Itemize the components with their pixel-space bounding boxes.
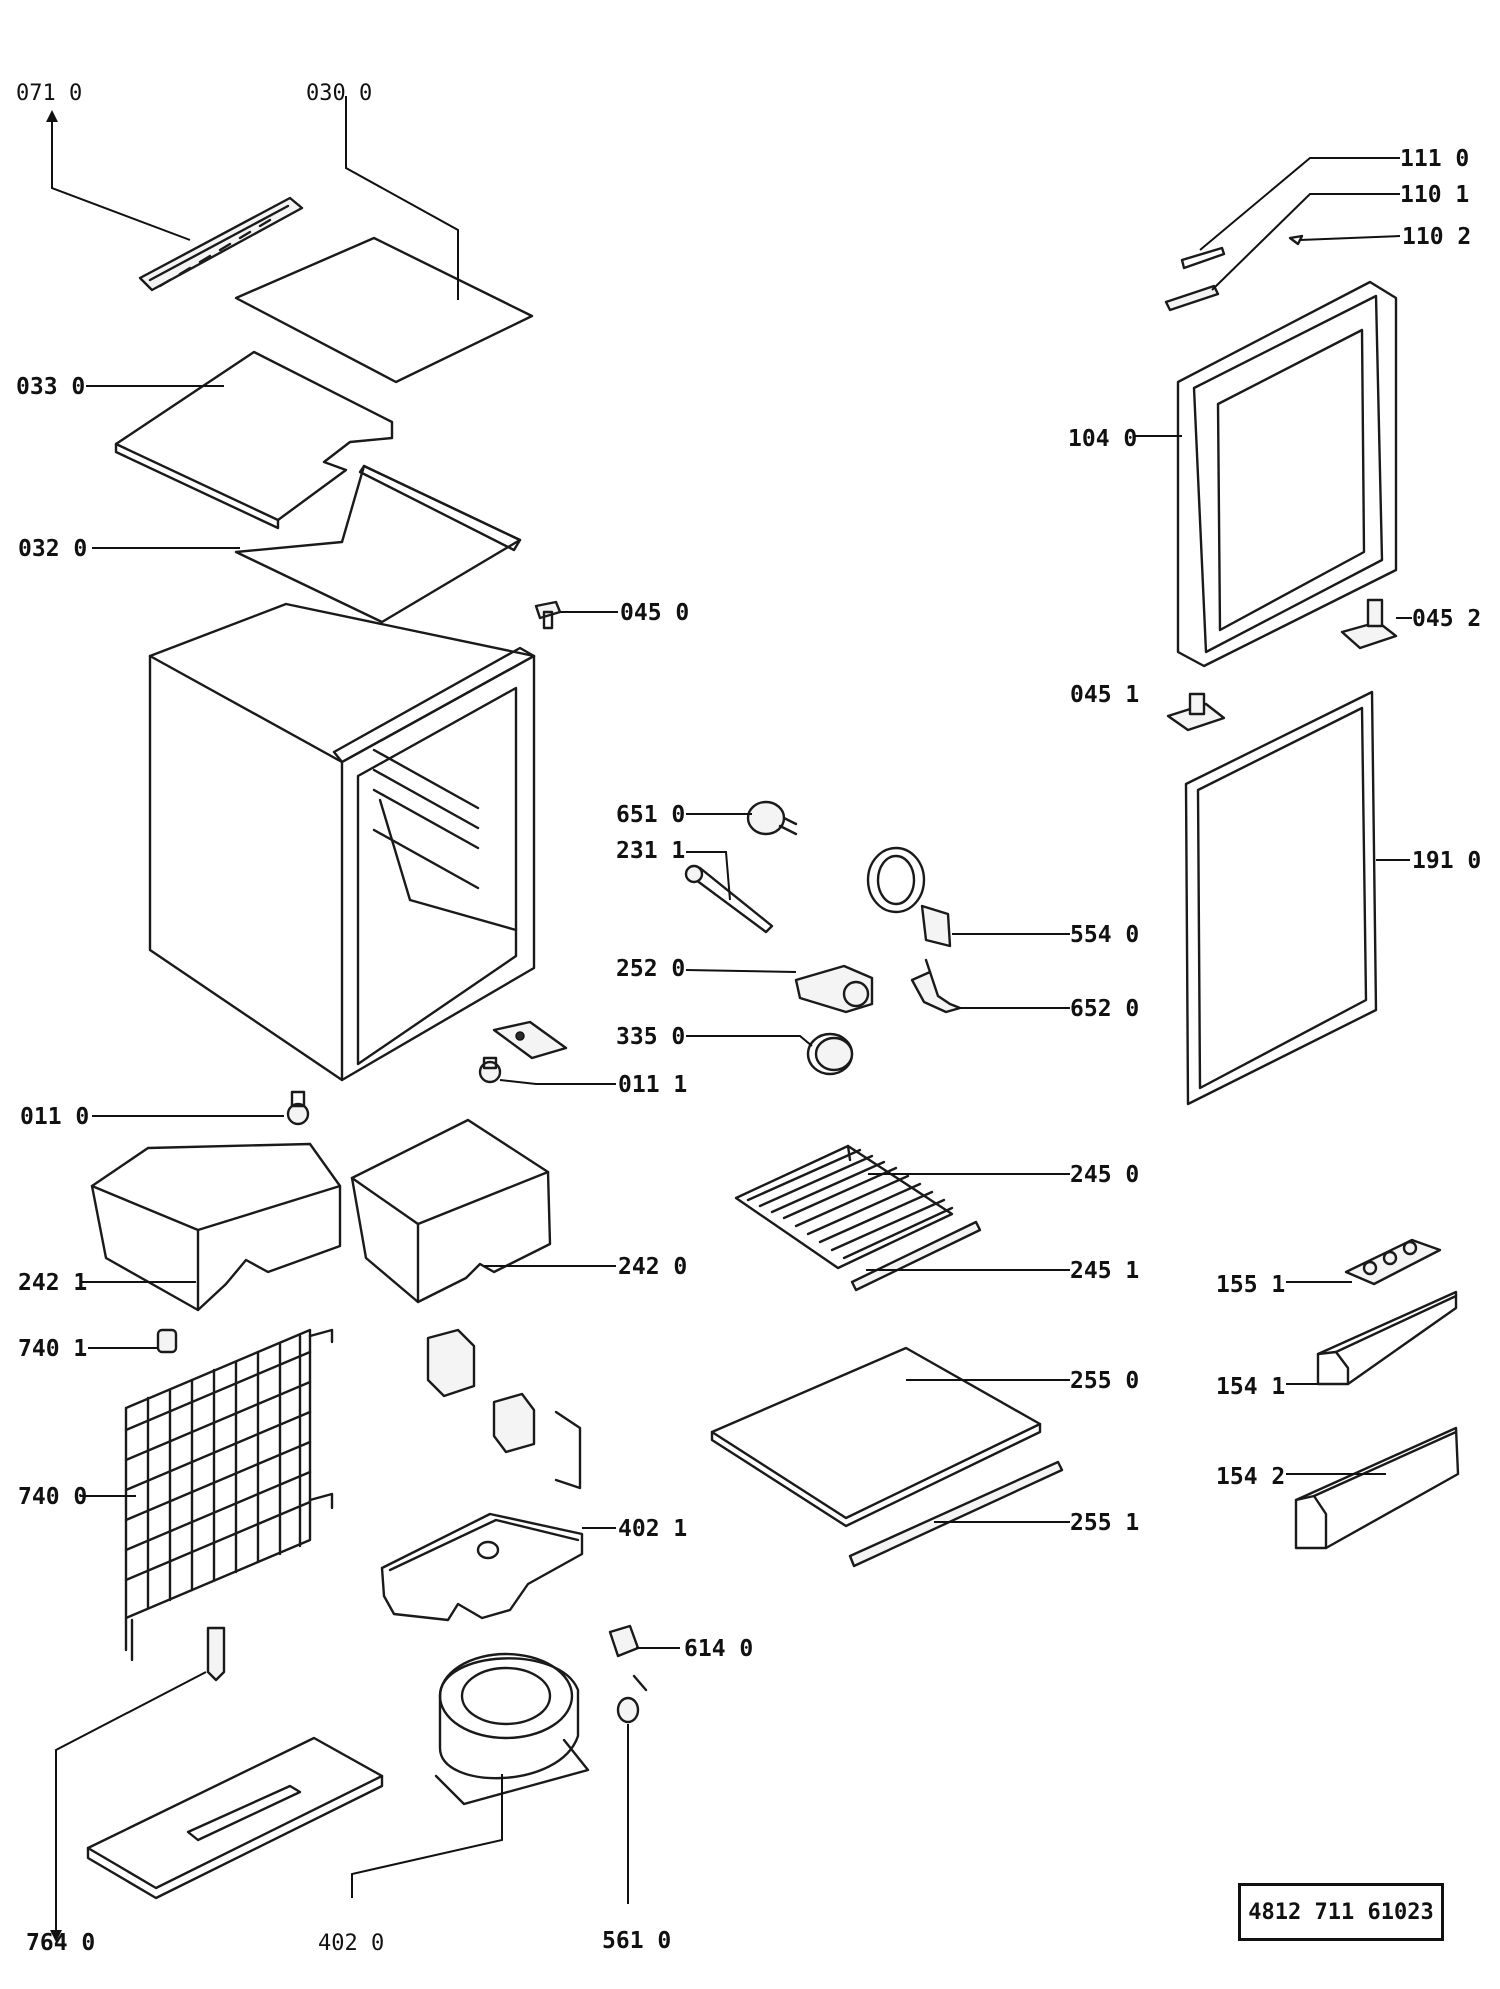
- insulation-plate: [114, 350, 394, 530]
- callout-033-0: 033 0: [16, 374, 85, 400]
- callout-402-1: 402 1: [618, 1516, 687, 1542]
- callout-191-0: 191 0: [1412, 848, 1481, 874]
- door-shelf-small: [1316, 1290, 1458, 1386]
- top-frame: [234, 464, 522, 624]
- wire-shelf: [734, 1144, 954, 1270]
- cabinet-body: [148, 602, 536, 1082]
- callout-255-0: 255 0: [1070, 1368, 1139, 1394]
- compressor: [434, 1652, 590, 1806]
- callout-255-1: 255 1: [1070, 1510, 1139, 1536]
- door-handle-parts: [1164, 234, 1304, 312]
- callout-554-0: 554 0: [1070, 922, 1139, 948]
- callout-071-0: 071 0: [16, 81, 82, 106]
- thermostat-sensor: [684, 864, 774, 934]
- callout-110-2: 110 2: [1402, 224, 1471, 250]
- shelf-trim: [850, 1220, 982, 1292]
- thermostat-dial: [806, 1032, 854, 1076]
- callout-651-0: 651 0: [616, 802, 685, 828]
- callout-245-0: 245 0: [1070, 1162, 1139, 1188]
- hinge-bottom: [1166, 692, 1226, 732]
- callout-045-0: 045 0: [620, 600, 689, 626]
- crisper-drawer-left: [90, 1142, 342, 1312]
- callout-740-0: 740 0: [18, 1484, 87, 1510]
- callout-764-0: 764 0: [26, 1930, 95, 1956]
- callout-242-0: 242 0: [618, 1254, 687, 1280]
- callout-740-1: 740 1: [18, 1336, 87, 1362]
- callout-155-1: 155 1: [1216, 1272, 1285, 1298]
- thermostat-knob-part: [746, 800, 798, 836]
- crisper-drawer-right: [350, 1118, 552, 1304]
- grommet: [616, 1674, 648, 1724]
- glass-shelf-trim: [848, 1460, 1064, 1568]
- leveling-foot: [286, 1090, 310, 1126]
- callout-011-1: 011 1: [618, 1072, 687, 1098]
- cover-strip-part: [138, 196, 304, 292]
- compressor-cover: [380, 1512, 584, 1622]
- top-cover-plate: [234, 236, 534, 384]
- callout-402-0: 402 0: [318, 1931, 384, 1956]
- condenser-coil: [124, 1328, 334, 1662]
- callout-561-0: 561 0: [602, 1928, 671, 1954]
- callout-245-1: 245 1: [1070, 1258, 1139, 1284]
- callout-104-0: 104 0: [1068, 426, 1137, 452]
- drain-tube: [206, 1626, 226, 1682]
- door-panel: [1176, 280, 1398, 668]
- document-code: 4812 711 61023: [1248, 1899, 1434, 1925]
- callout-231-1: 231 1: [616, 838, 685, 864]
- thermostat-unit: [794, 964, 874, 1014]
- cable-clamp: [608, 1624, 640, 1658]
- door-shelf-large: [1294, 1426, 1460, 1550]
- callout-154-1: 154 1: [1216, 1374, 1285, 1400]
- callout-252-0: 252 0: [616, 956, 685, 982]
- document-code-box: 4812 711 61023: [1238, 1883, 1444, 1941]
- callout-111-0: 111 0: [1400, 146, 1469, 172]
- screw-part: [534, 600, 562, 630]
- callout-030-0: 030 0: [306, 81, 372, 106]
- callout-614-0: 614 0: [684, 1636, 753, 1662]
- condenser-clip: [156, 1328, 178, 1354]
- compressor-base-plate: [86, 1736, 384, 1900]
- callout-154-2: 154 2: [1216, 1464, 1285, 1490]
- callout-335-0: 335 0: [616, 1024, 685, 1050]
- callout-652-0: 652 0: [1070, 996, 1139, 1022]
- callout-242-1: 242 1: [18, 1270, 87, 1296]
- callout-011-0: 011 0: [20, 1104, 89, 1130]
- light-switch: [910, 958, 962, 1014]
- glass-shelf: [710, 1346, 1042, 1528]
- callout-110-1: 110 1: [1400, 182, 1469, 208]
- lamp-holder: [866, 846, 952, 948]
- callout-032-0: 032 0: [18, 536, 87, 562]
- starter-relay: [426, 1328, 582, 1490]
- callout-045-1: 045 1: [1070, 682, 1139, 708]
- leveling-foot-bracket: [478, 1020, 568, 1084]
- callout-045-2: 045 2: [1412, 606, 1481, 632]
- egg-tray: [1344, 1238, 1442, 1286]
- door-gasket: [1184, 690, 1378, 1106]
- hinge-top: [1340, 598, 1398, 650]
